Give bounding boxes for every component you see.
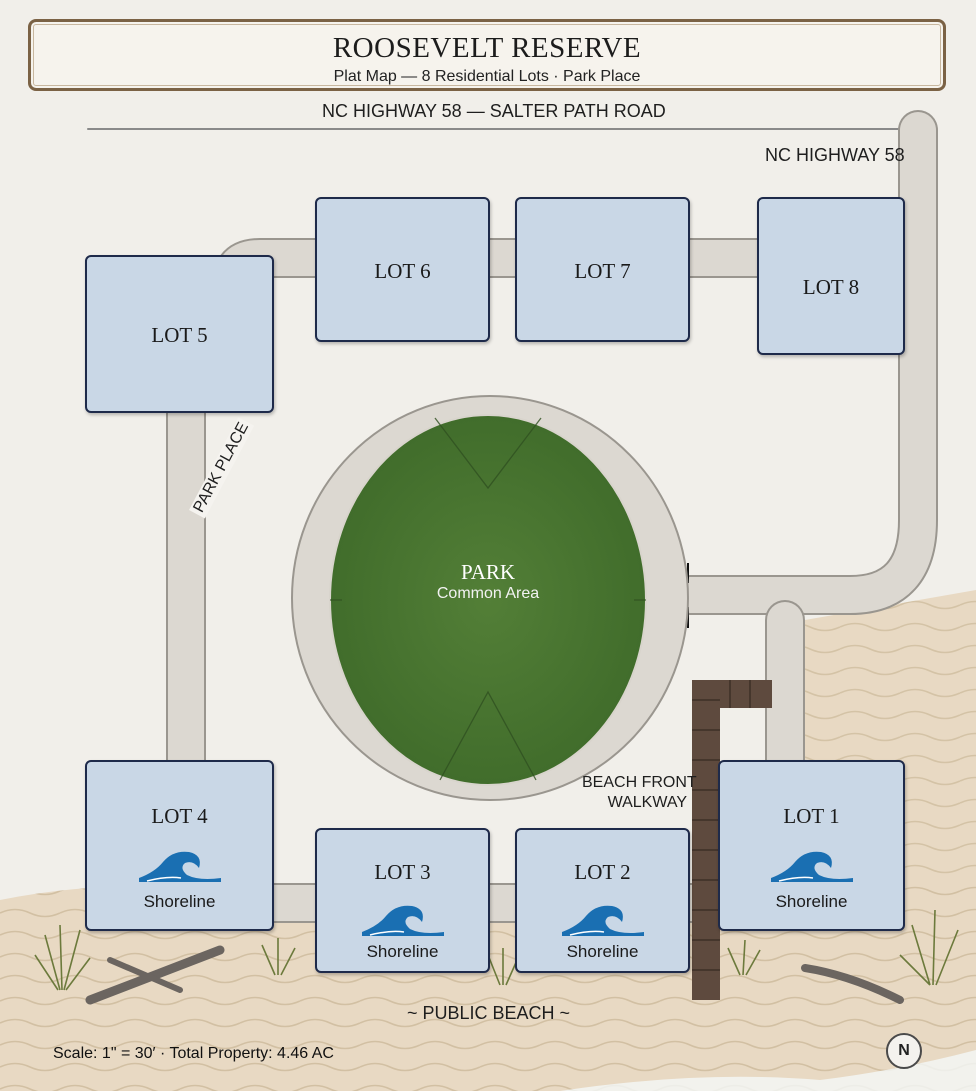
lot-6[interactable]: LOT 6 xyxy=(315,197,490,342)
lot-6-label: LOT 6 xyxy=(374,259,431,283)
lot-3-label: LOT 3 xyxy=(374,860,431,884)
wave-icon xyxy=(361,905,444,936)
driftwood-icon xyxy=(85,945,904,1005)
lot-2[interactable]: LOT 2 Shoreline xyxy=(515,828,690,973)
park-subtitle: Common Area xyxy=(436,585,540,602)
map-subtitle: Plat Map — 8 Residential Lots · Park Pla… xyxy=(333,68,641,85)
wave-icon xyxy=(770,851,853,882)
lot-7[interactable]: LOT 7 xyxy=(515,197,690,342)
right-road-label: NC HIGHWAY 58 xyxy=(765,145,905,165)
lot-2-label: LOT 2 xyxy=(574,860,631,884)
sand-area xyxy=(0,590,976,1091)
top-road-label: NC HIGHWAY 58 — SALTER PATH ROAD xyxy=(322,101,666,121)
lot-7-label: LOT 7 xyxy=(574,259,631,283)
lot-3-shoreline: Shoreline xyxy=(366,942,439,961)
lot-5[interactable]: LOT 5 xyxy=(85,255,274,413)
lot-2-shoreline: Shoreline xyxy=(566,942,639,961)
lot-8-label: LOT 8 xyxy=(802,275,860,299)
compass-icon: N xyxy=(886,1033,922,1069)
scale-text: Scale: 1" = 30′ · Total Property: 4.46 A… xyxy=(53,1045,334,1062)
park-label: PARK xyxy=(460,560,516,584)
lot-4-label: LOT 4 xyxy=(151,804,208,828)
lot-1-label: LOT 1 xyxy=(783,804,840,828)
lot-3[interactable]: LOT 3 Shoreline xyxy=(315,828,490,973)
lot-8[interactable]: LOT 8 xyxy=(757,197,905,355)
wave-icon xyxy=(138,851,221,882)
wave-icon xyxy=(561,905,644,936)
map-title: ROOSEVELT RESERVE xyxy=(332,32,642,64)
beach-front-walkway xyxy=(692,680,772,1000)
walkway-label-line2: WALKWAY xyxy=(607,794,687,811)
beach-grass-icon xyxy=(34,909,959,991)
lot-4[interactable]: LOT 4 Shoreline xyxy=(85,760,274,931)
title-panel: ROOSEVELT RESERVE Plat Map — 8 Residenti… xyxy=(28,19,946,91)
park-paths xyxy=(330,417,646,781)
lot-1[interactable]: LOT 1 Shoreline xyxy=(718,760,905,931)
lot-5-label: LOT 5 xyxy=(151,323,208,347)
lot-4-shoreline: Shoreline xyxy=(143,892,216,911)
walkway-label-line1: BEACH FRONT xyxy=(582,774,697,791)
public-beach-label: ~ PUBLIC BEACH ~ xyxy=(407,1003,571,1023)
lot-1-shoreline: Shoreline xyxy=(775,892,848,911)
